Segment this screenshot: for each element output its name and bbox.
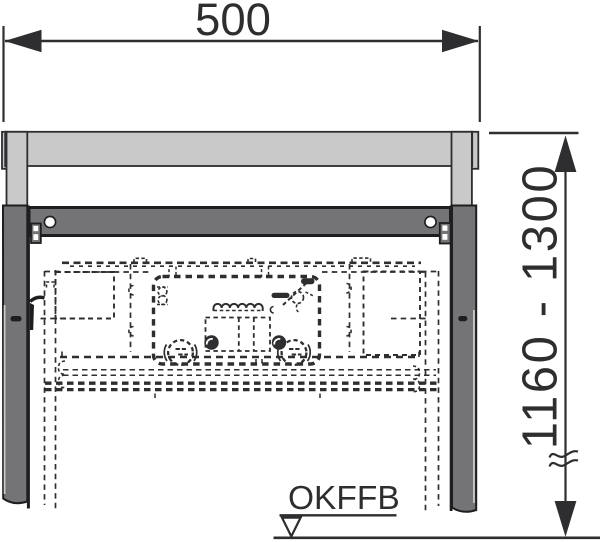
inspection-window [151,274,322,366]
height-dimension: 1160 - 1300 [489,131,579,537]
width-arrow-left-icon [4,29,42,53]
mounting-crossbar [27,206,452,237]
floor-reference-label: OKFFB [288,480,400,517]
frame-dark-parts [1,204,478,513]
wall-bracket-right [438,222,453,245]
anchor-wheel-left [163,338,198,367]
width-arrow-right-icon [442,29,479,53]
row-bracket-right [412,365,421,393]
height-dimension-label: 1160 - 1300 [514,163,568,450]
width-dimension-label: 500 [195,0,271,45]
cistern-left-bay [54,271,115,320]
bowl-hook-left [28,295,46,303]
corner-mark-left [45,281,55,288]
frame-light-parts [1,130,480,208]
frame-post-left [5,130,29,208]
width-dimension: 500 [2,0,481,122]
floor-reference: OKFFB [273,480,600,540]
rail-slot-left [10,316,22,322]
top-rail [4,130,474,167]
push-rod-knob-left [204,335,219,350]
anchor-wheel-right [276,338,312,367]
side-rail-right [449,204,478,513]
height-arrow-down-icon [554,501,577,537]
hanger-right [260,266,270,278]
corrugated-hose [212,302,264,311]
break-symbol [548,450,579,468]
floor-level-icon [280,516,303,539]
flush-valve-box [204,316,271,352]
side-rail-left [1,204,46,509]
rail-slot-right [458,316,468,322]
cistern-window-group [151,274,322,367]
cistern-hidden-outline [40,257,440,513]
cistern-right-bay [362,270,421,356]
frame-post-right [450,130,473,208]
wall-bracket-left [30,222,42,244]
height-arrow-up-icon [554,135,577,172]
row-bracket-left [57,360,66,389]
fill-valve [271,278,315,314]
crossbar-hole-right [424,215,437,229]
inlet-fitting [157,286,168,306]
clip-mark [269,305,274,314]
crossbar-hole-left [43,215,57,229]
